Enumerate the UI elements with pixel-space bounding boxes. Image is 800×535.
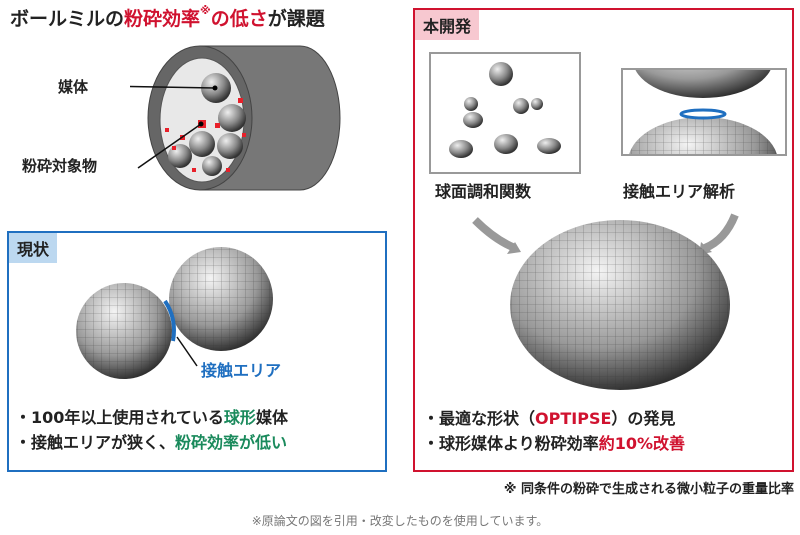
current-tag: 現状 (9, 233, 58, 263)
harmonics-label: 球面調和関数 (435, 182, 532, 201)
development-panel: 本開発 球面調和関数 接触エリア解析 ・最適な形状（OPTIPSE）の発見 ・球… (413, 8, 794, 472)
source-note: ※原論文の図を引用・改変したものを使用しています。 (251, 514, 549, 528)
current-bullet-2: ・接触エリアが狭く、粉砕効率が低い (15, 433, 288, 452)
dev-bullet-1: ・最適な形状（OPTIPSE）の発見 (423, 409, 676, 428)
contact-area-label: 接触エリア (201, 361, 282, 380)
current-panel: 現状 接触エリア ・100年以上使用されている球形媒体 ・接触エリアが狭く、粉砕… (7, 231, 387, 472)
target-label: 粉砕対象物 (22, 157, 98, 175)
development-tag: 本開発 (415, 10, 480, 40)
ball-mill-illustration (130, 45, 341, 191)
media-label: 媒体 (58, 78, 89, 96)
current-bullet-1: ・100年以上使用されている球形媒体 (15, 408, 288, 427)
contact-analysis-shapes (629, 70, 777, 154)
footnote: ※ 同条件の粉砕で生成される微小粒子の重量比率 (503, 482, 794, 497)
page-title: ボールミルの粉砕効率※の低さが課題 (10, 4, 325, 30)
contact-analysis-panel (621, 68, 787, 156)
contact-analysis-label: 接触エリア解析 (623, 182, 736, 201)
dev-bullet-2: ・球形媒体より粉砕効率約10%改善 (423, 434, 685, 453)
harmonics-panel (429, 52, 581, 174)
spherical-media-illustration (76, 247, 273, 379)
optipse-illustration (472, 213, 739, 390)
harmonics-shapes (449, 62, 561, 158)
